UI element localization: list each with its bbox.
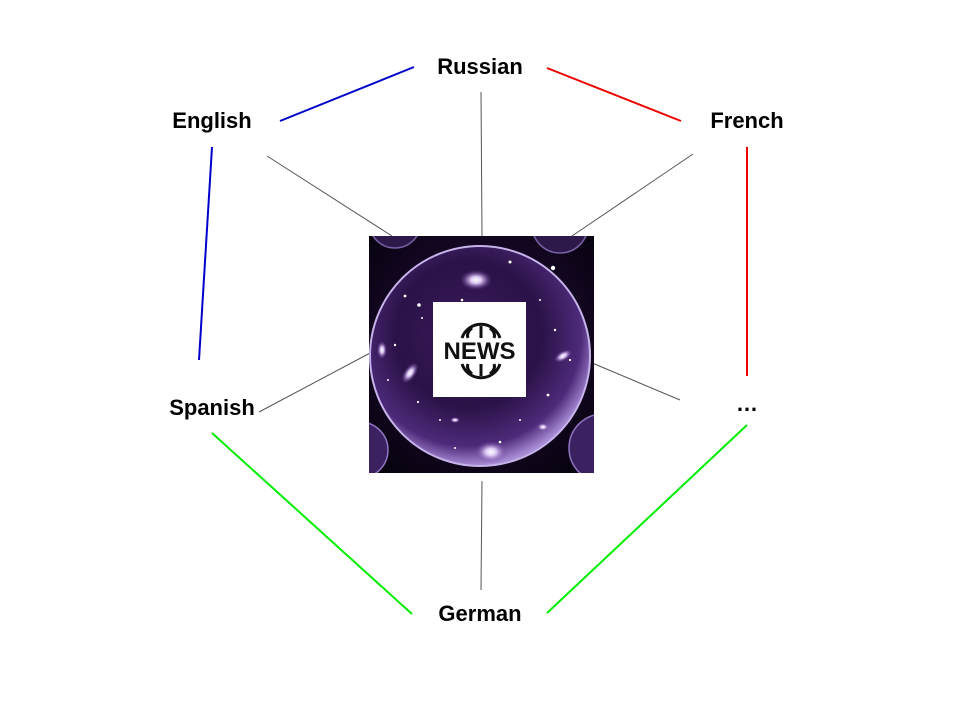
node-russian: Russian (437, 54, 523, 79)
edge-more-german (546, 424, 748, 614)
node-spanish: Spanish (169, 395, 255, 420)
news-globe-image: NEWS (369, 236, 594, 473)
spoke-english (266, 155, 393, 237)
spoke-russian (480, 91, 483, 237)
edge-russian-french (546, 67, 682, 122)
edge-english-russian (279, 66, 415, 122)
node-french: French (710, 108, 784, 133)
news-badge (433, 302, 526, 397)
news-badge-text: NEWS (444, 338, 516, 365)
node-more-languages: … (736, 391, 758, 416)
green-edges (211, 424, 748, 615)
spoke-french (571, 153, 694, 237)
blue-edges (198, 66, 415, 361)
spoke-lines (258, 91, 694, 591)
edge-spanish-german (211, 432, 413, 615)
spoke-spanish (258, 351, 373, 413)
node-german: German (438, 601, 522, 626)
red-edges (546, 67, 748, 376)
edge-english-spanish (198, 146, 213, 361)
spoke-german (480, 480, 483, 591)
node-english: English (172, 108, 252, 133)
globe-icon (460, 322, 502, 380)
